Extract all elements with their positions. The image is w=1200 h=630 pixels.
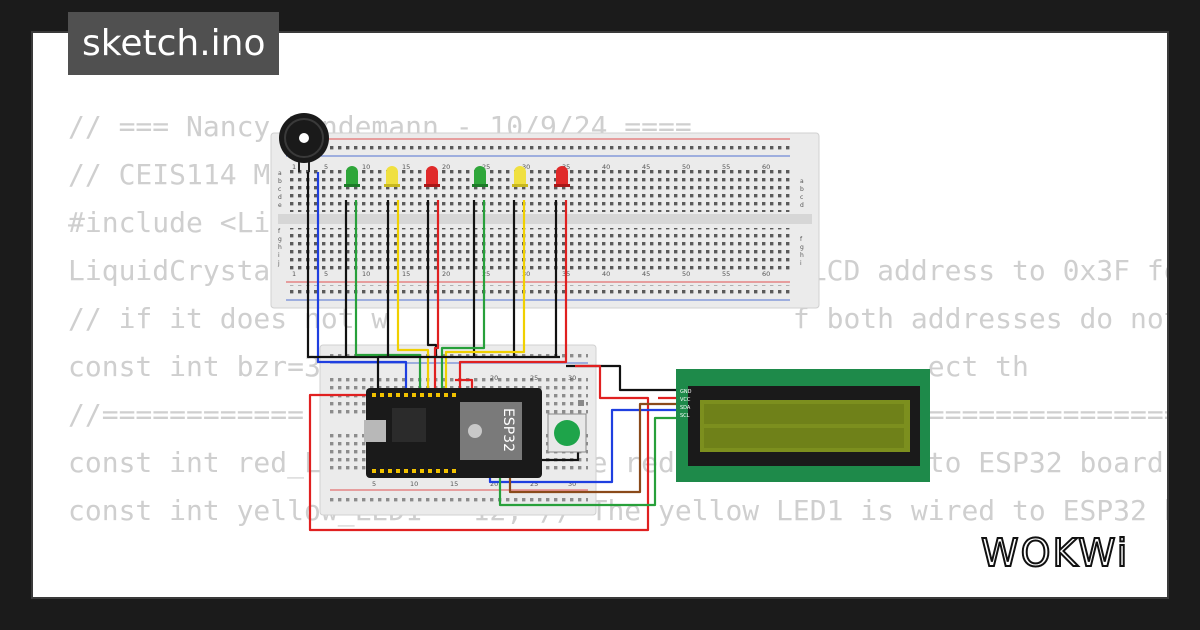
svg-text:d: d (800, 202, 804, 209)
wire-red (433, 200, 440, 395)
svg-text:20: 20 (490, 374, 498, 382)
code-line: const int yellow_LED1 = 12; // The yello… (68, 494, 1167, 527)
wire-green (440, 200, 486, 395)
wokwi-logo-icon: WOKWi (980, 530, 1129, 576)
bb-num: 20 (442, 163, 450, 171)
svg-text:b: b (278, 178, 282, 185)
bb-num: 25 (482, 270, 490, 278)
svg-text:25: 25 (530, 480, 538, 488)
svg-text:a: a (800, 178, 804, 185)
wire-yellow (444, 200, 526, 395)
svg-text:i: i (800, 260, 802, 267)
wire-black (306, 172, 380, 395)
led-red-2[interactable] (554, 166, 570, 187)
bb-num: 60 (762, 163, 770, 171)
svg-text:15: 15 (450, 480, 458, 488)
led-yellow-1[interactable] (384, 166, 400, 187)
bb-num: 50 (682, 163, 690, 171)
lcd-pin: VCC (680, 397, 691, 403)
wire-brown (508, 402, 678, 494)
bb-num: 35 (562, 163, 570, 171)
led-green-2[interactable] (472, 166, 488, 187)
bb-num: 30 (522, 163, 530, 171)
svg-text:h: h (278, 244, 282, 251)
bb-num: 55 (722, 163, 730, 171)
led-red-1[interactable] (424, 166, 440, 187)
svg-text:30: 30 (568, 480, 576, 488)
bb-num: 10 (362, 270, 370, 278)
svg-text:f: f (278, 228, 281, 235)
main-breadboard (270, 132, 820, 309)
svg-text:10: 10 (410, 480, 418, 488)
svg-text:j: j (277, 260, 280, 267)
bb-num: 25 (482, 163, 490, 171)
file-title-tab[interactable]: sketch.ino (68, 12, 280, 75)
svg-text:c: c (800, 194, 803, 201)
esp32-label: ESP32 (500, 408, 516, 452)
bb-num: 50 (682, 270, 690, 278)
bb-num: 1 (292, 163, 296, 171)
lcd-pin: SDA (680, 405, 691, 411)
code-line: // CEIS114 Mo lcd (68, 158, 288, 191)
bb-num: 15 (402, 270, 410, 278)
svg-text:20: 20 (490, 480, 498, 488)
bb-num: 55 (722, 270, 730, 278)
bb-num: 60 (762, 270, 770, 278)
svg-text:g: g (800, 244, 804, 251)
wire-yellow (396, 200, 430, 395)
svg-text:d: d (278, 194, 282, 201)
svg-text:f: f (800, 236, 803, 243)
bb-num: 30 (522, 270, 530, 278)
bb-num: 5 (324, 163, 328, 171)
bb-num: 40 (602, 270, 610, 278)
push-button[interactable] (547, 400, 587, 453)
breadboard-row-letters: a b c d e f g h i j a b c d f g h i (277, 170, 804, 267)
bb-num: 5 (324, 270, 328, 278)
svg-text:c: c (278, 186, 281, 193)
led-yellow-2[interactable] (512, 166, 528, 187)
svg-text:h: h (800, 252, 804, 259)
lcd-pin: SCL (680, 413, 690, 419)
bb-num: 1 (292, 270, 296, 278)
svg-text:b: b (800, 186, 804, 193)
svg-text:a: a (278, 170, 282, 177)
wire-red (308, 364, 650, 532)
lcd-display[interactable]: GND VCC SDA SCL (676, 369, 930, 482)
bb-num: 20 (442, 270, 450, 278)
bb-num: 15 (402, 163, 410, 171)
wokwi-logo-text: WOKWi (981, 531, 1129, 575)
svg-text:e: e (278, 202, 282, 209)
esp32-board[interactable]: ESP32 (364, 388, 542, 478)
buzzer[interactable] (279, 113, 329, 172)
wire-blue (316, 172, 408, 395)
bb-num: 45 (642, 270, 650, 278)
svg-text:i: i (278, 252, 280, 259)
bb-num: 45 (642, 163, 650, 171)
svg-text:25: 25 (530, 374, 538, 382)
led-green-1[interactable] (344, 166, 360, 187)
half-breadboard-numbers: 20 25 30 5 10 15 20 25 30 (372, 374, 576, 488)
wire-green (498, 416, 678, 507)
code-line: const int bzr=32; ect th (68, 350, 1029, 383)
bb-num: 40 (602, 163, 610, 171)
svg-text:5: 5 (372, 480, 376, 488)
svg-text:g: g (278, 236, 282, 243)
bb-num: 10 (362, 163, 370, 171)
svg-text:30: 30 (568, 374, 576, 382)
wire-red (458, 200, 568, 395)
lcd-pin: GND (680, 389, 692, 395)
